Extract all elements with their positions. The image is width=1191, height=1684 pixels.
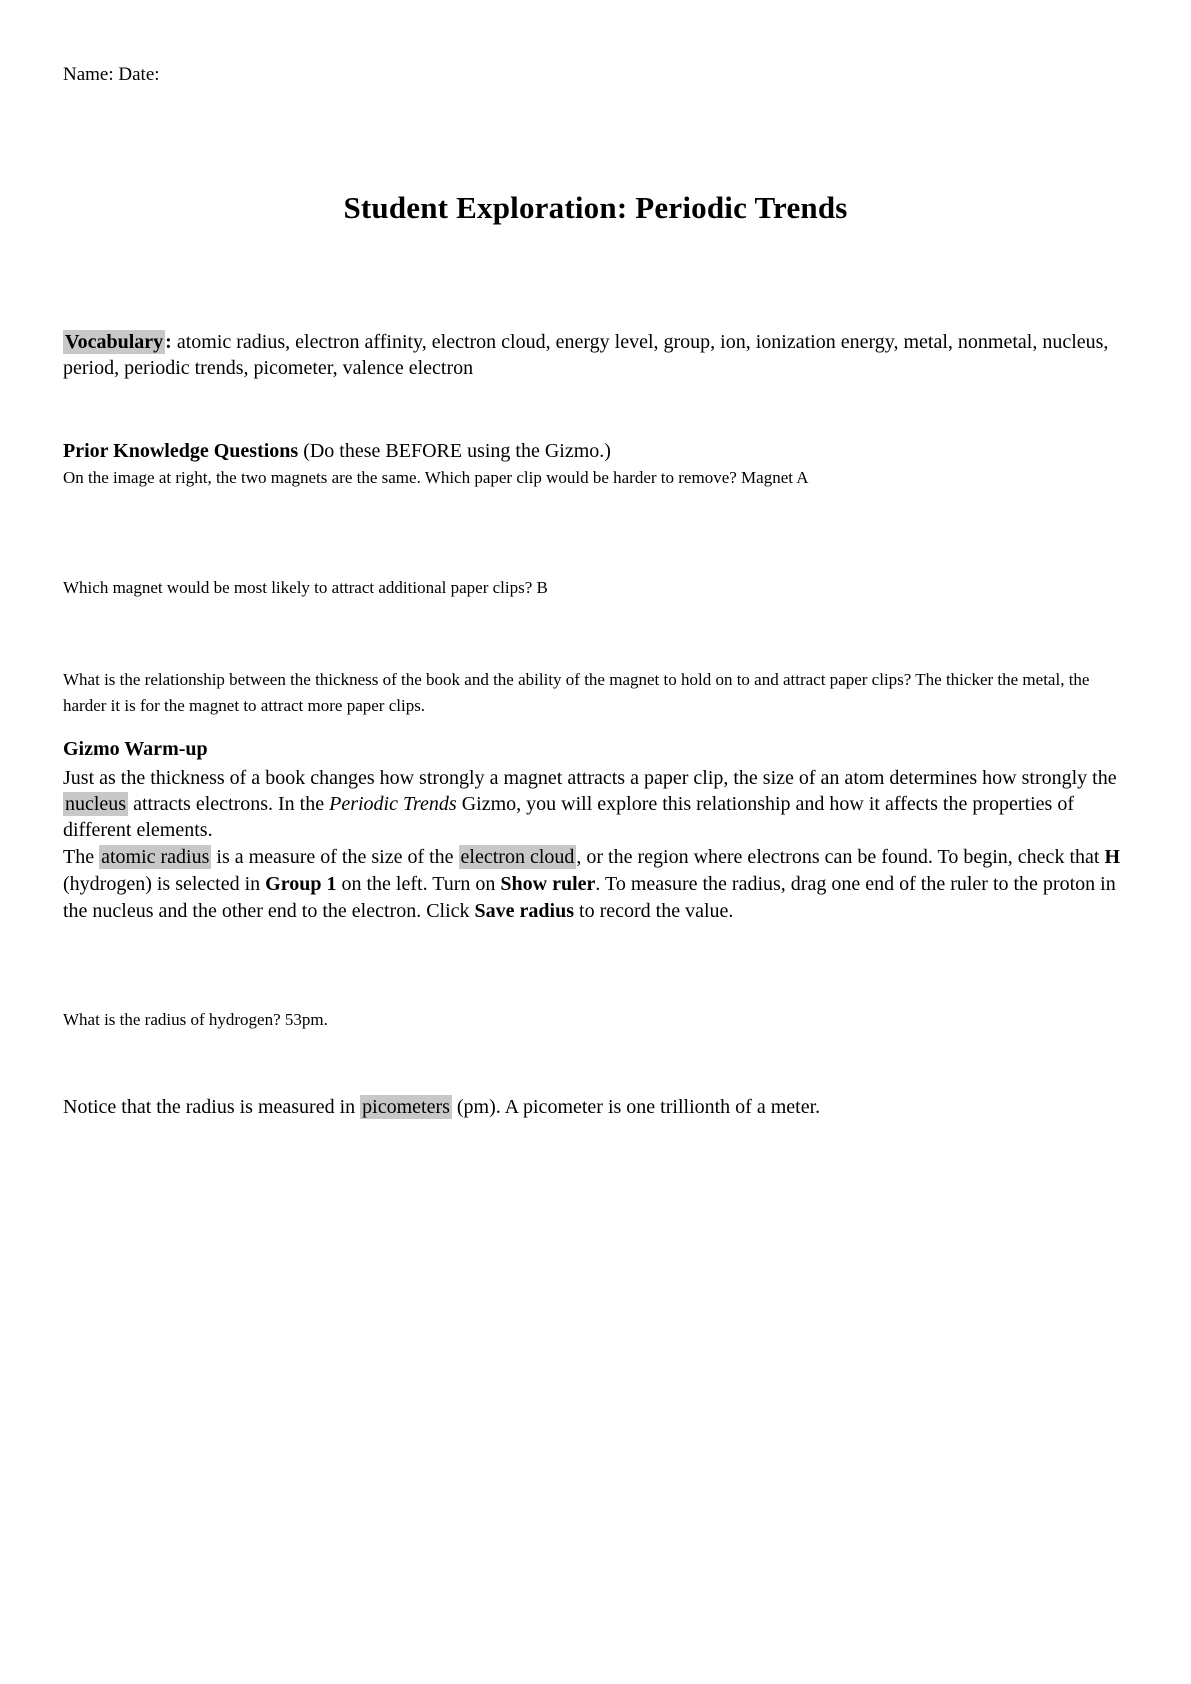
para2-bold-show-ruler: Show ruler [500,873,596,895]
page-title-text: Student Exploration: Periodic Trends [343,190,848,225]
vocabulary-colon: : [165,331,172,353]
radius-question-text: What is the radius of hydrogen? 53pm. [63,1010,328,1029]
vocabulary-terms: atomic radius, electron affinity, electr… [63,331,1109,379]
para2-text-2: is a measure of the size of the [211,846,459,868]
para2-text-4: (hydrogen) is selected in [63,873,266,895]
para1-highlight-nucleus: nucleus [63,792,129,816]
para1-text-3: Gizmo, you will explore this relationshi… [63,793,1074,841]
notice-highlight-picometers: picometers [360,1095,452,1119]
para1-italic-gizmo-name: Periodic Trends [329,793,457,815]
para2-text-3: , or the region where electrons can be f… [576,846,1105,868]
prior-knowledge-heading-note: (Do these BEFORE using the Gizmo.) [298,440,611,462]
prior-knowledge-heading-bold: Prior Knowledge Questions [63,440,299,462]
prior-knowledge-heading: Prior Knowledge Questions (Do these BEFO… [63,439,1136,464]
vocabulary-section: Vocabulary: atomic radius, electron affi… [63,329,1136,381]
prior-knowledge-question-1: On the image at right, the two magnets a… [63,466,1136,489]
para2-bold-save-radius: Save radius [474,900,575,922]
gizmo-warmup-paragraph-1: Just as the thickness of a book changes … [63,765,1136,843]
page-title: Student Exploration: Periodic Trends [0,190,1191,226]
para2-highlight-electron-cloud: electron cloud [458,845,577,869]
prior-knowledge-question-2: Which magnet would be most likely to att… [63,576,1136,599]
gizmo-warmup-heading-text: Gizmo Warm-up [63,738,208,760]
gizmo-warmup-paragraph-2: The atomic radius is a measure of the si… [63,844,1136,925]
question-1-text: On the image at right, the two magnets a… [63,468,809,487]
para1-text-2: attracts electrons. In the [128,793,330,815]
question-2-text: Which magnet would be most likely to att… [63,578,548,597]
notice-text-1: Notice that the radius is measured in [63,1096,361,1118]
para2-text-6: . To measure the radius, drag one end of… [63,873,1116,922]
radius-question: What is the radius of hydrogen? 53pm. [63,1008,1136,1031]
para2-highlight-atomic-radius: atomic radius [99,845,212,869]
prior-knowledge-question-3: What is the relationship between the thi… [63,667,1136,719]
para2-bold-hydrogen: H [1104,846,1120,868]
para1-text-1: Just as the thickness of a book changes … [63,767,1117,789]
notice-text-2: (pm). A picometer is one trillionth of a… [451,1096,821,1118]
name-date-label: Name: Date: [63,64,160,85]
para2-bold-group1: Group 1 [265,873,337,895]
vocabulary-label: Vocabulary [63,330,166,354]
name-date-line: Name: Date: [63,64,1136,86]
para2-text-7: to record the value. [574,900,734,922]
para2-text-5: on the left. Turn on [336,873,501,895]
picometer-notice: Notice that the radius is measured in pi… [63,1094,1136,1120]
question-3-text: What is the relationship between the thi… [63,670,1090,715]
para2-text-1: The [63,846,100,868]
gizmo-warmup-heading: Gizmo Warm-up [63,738,1136,761]
